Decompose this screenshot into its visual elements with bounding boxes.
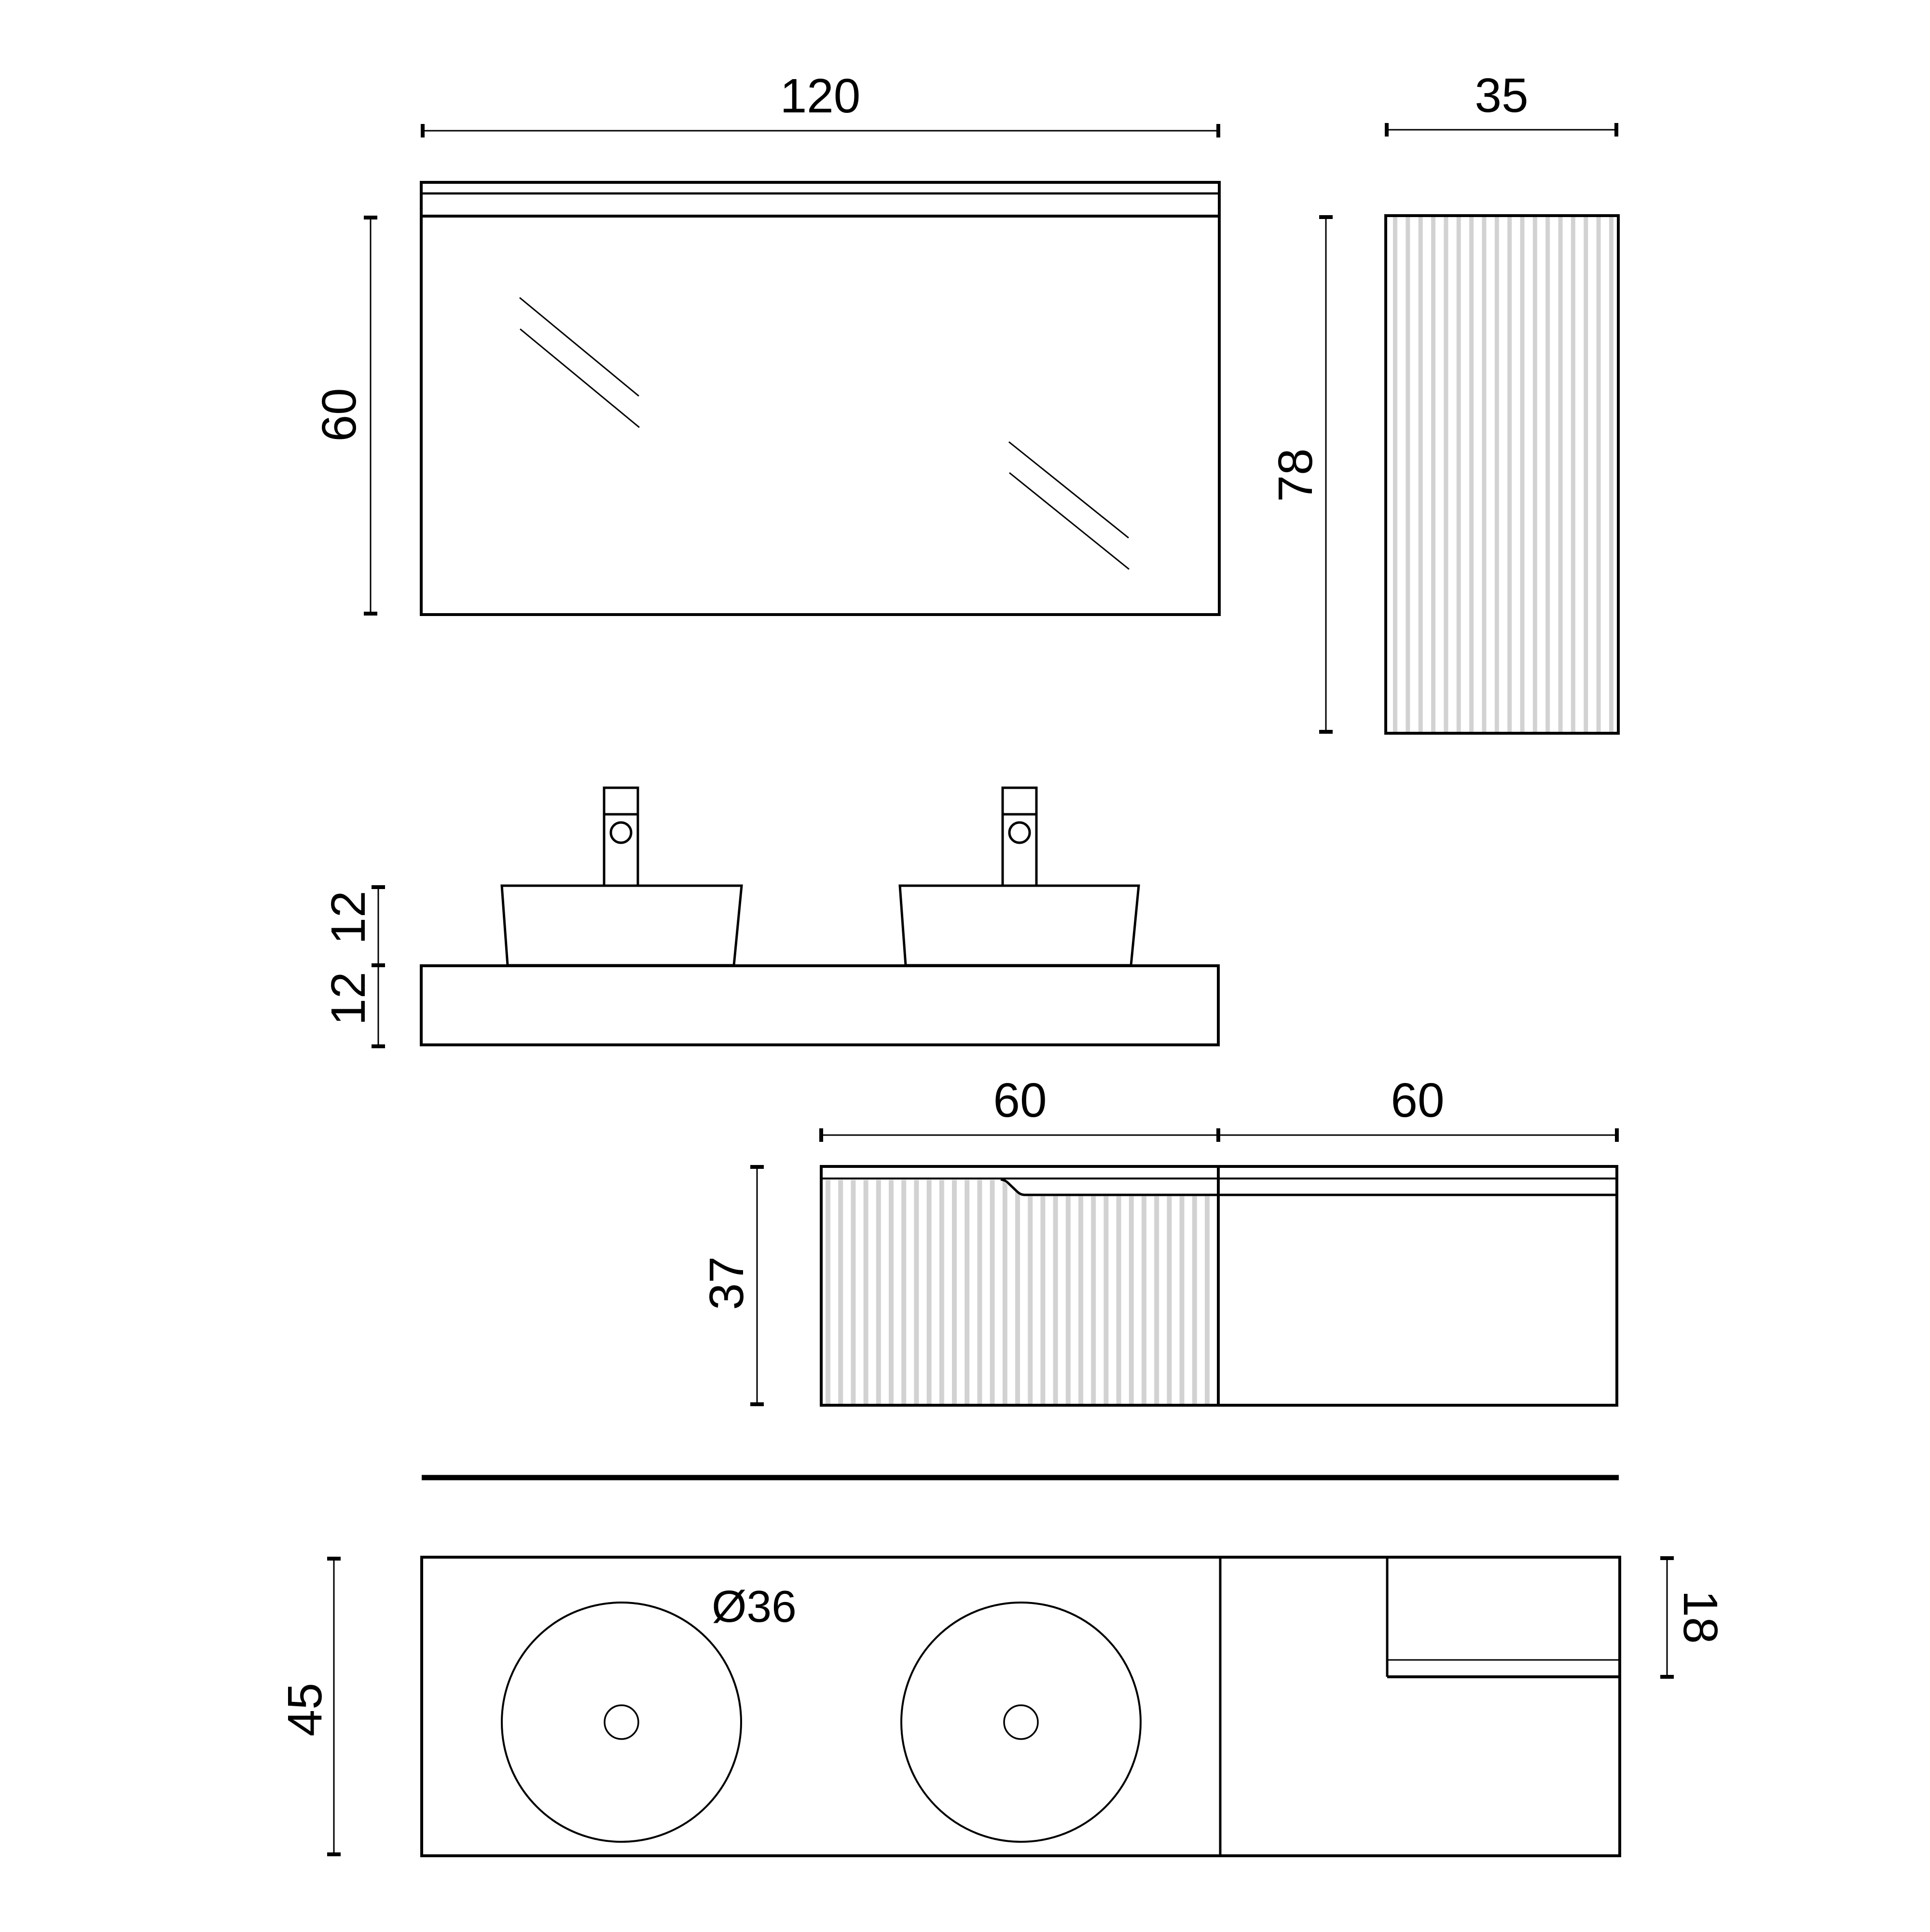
svg-text:60: 60 (312, 388, 366, 441)
svg-text:45: 45 (278, 1683, 332, 1736)
svg-text:35: 35 (1475, 69, 1528, 123)
svg-text:37: 37 (700, 1256, 754, 1310)
svg-text:Ø36: Ø36 (712, 1581, 797, 1631)
svg-text:120: 120 (780, 69, 861, 123)
svg-text:12: 12 (321, 972, 375, 1025)
svg-text:18: 18 (1673, 1590, 1727, 1644)
svg-text:78: 78 (1268, 448, 1323, 502)
svg-text:60: 60 (993, 1073, 1047, 1127)
svg-text:60: 60 (1391, 1073, 1444, 1127)
svg-text:12: 12 (321, 891, 375, 944)
